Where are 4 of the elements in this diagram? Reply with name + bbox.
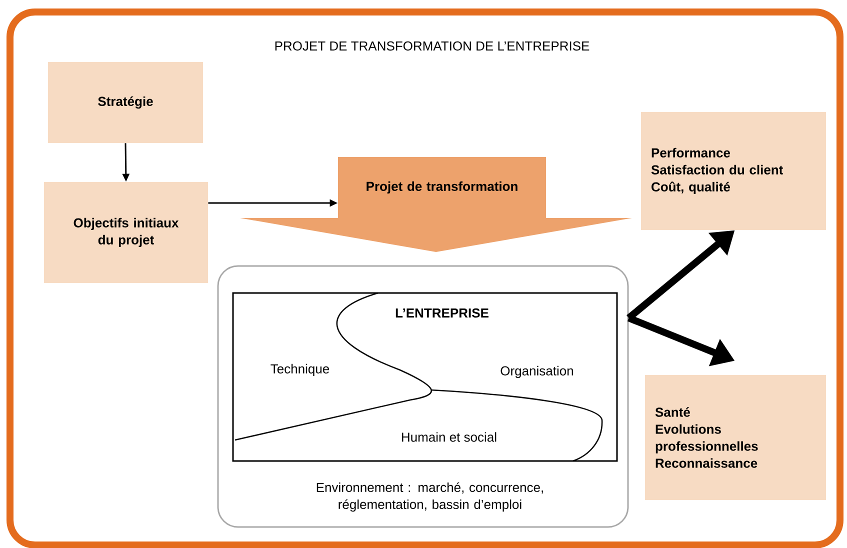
text-box: Stratégie	[48, 62, 203, 143]
text-box: Santé Evolutions professionnelles Reconnaissance	[645, 375, 826, 500]
text-box: Performance Satisfaction du client Coût, qualité	[641, 112, 826, 230]
text-box: Objectifs initiaux du projet	[44, 182, 208, 283]
